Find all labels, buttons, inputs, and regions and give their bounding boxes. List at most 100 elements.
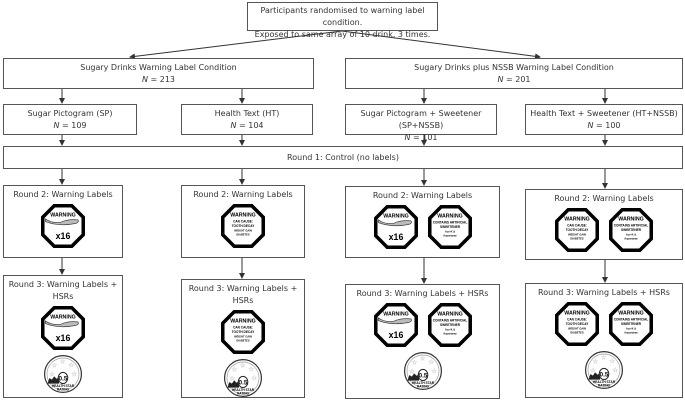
round2-title: Round 2: Warning Labels [554,194,654,203]
label-line: WEIGHT GAIN [568,326,586,330]
sugar-warning-label-icon: WARNING x16 [373,205,418,249]
n-label: N [587,121,594,130]
label-line: CONTAINS ARTIFICIAL [614,317,649,321]
label-line: DIABETES [236,339,250,343]
star-icon: ☆ [228,376,235,383]
condition-box-nssb: Sugary Drinks plus NSSB Warning Label Co… [345,58,683,89]
hsr-text: RATING [598,383,611,387]
sugar-warning-label-icon: WARNING x16 [373,303,418,347]
hsr-value: 0.5 [239,379,248,386]
label-heading: WARNING [564,216,589,222]
round2-title: Round 2: Warning Labels [13,190,113,199]
label-heading: WARNING [230,318,255,324]
round1-box: Round 1: Control (no labels) [3,146,683,169]
star-icon: ☆ [67,362,74,369]
star-icon: ☆ [608,358,615,365]
star-icon: ☆ [611,367,618,374]
spoon-icon [377,219,412,227]
hsr-value: 0.5 [418,372,427,379]
label-line: CONTAINS ARTIFICIAL [432,220,467,224]
label-line: Ace-K & [626,326,636,330]
star-icon: ☆ [239,363,246,370]
hsr-text: RATING [417,384,430,388]
n-value: = 104 [236,121,264,130]
group-box-ht-nssb: Health Text + Sweetener (HT+NSSB) N = 10… [525,104,683,135]
star-icon: ☆ [592,359,599,366]
group-box-sp: Sugar Pictogram (SP) N = 109 [3,104,137,135]
hsr-text: RATING [237,391,250,395]
label-amount: x16 [388,330,403,340]
star-icon: ☆ [600,355,607,362]
spoon-icon [45,320,79,328]
hsr-text: RATING [57,387,70,391]
label-heading: WARNING [383,213,408,219]
label-amount: x16 [56,333,71,343]
n-label: N [53,121,60,130]
label-heading: WARNING [383,311,408,317]
group-title: Health Text (HT) [214,109,280,118]
star-icon: ☆ [589,368,596,375]
n-value: = 101 [410,133,438,142]
label-heading: WARNING [50,212,75,218]
n-value: = 213 [147,75,176,84]
label-heading: WARNING [50,314,75,320]
randomisation-line-1: Participants randomised to warning label… [260,6,425,27]
label-heading: WARNING [618,216,643,222]
round3-title: Round 3: Warning Labels + HSRs [356,289,489,298]
hsr-text: HEALTH STAR [593,380,616,384]
group-title: Health Text + Sweetener (HT+NSSB) [530,109,678,118]
round2-title: Round 2: Warning Labels [372,191,473,200]
n-label: N [404,133,411,142]
star-icon: ☆ [410,360,417,367]
condition-title: Sugary Drinks plus NSSB Warning Label Co… [414,63,614,72]
label-line: DIABETES [570,331,584,335]
star-icon: ☆ [70,371,77,378]
round2-title: Round 2: Warning Labels [193,190,293,199]
label-line: WEIGHT GAIN [568,232,586,236]
label-amount: x16 [56,231,71,241]
label-heading: WARNING [230,212,255,218]
arrow [341,30,541,60]
label-line: Aspartame [624,331,638,335]
label-line: Ace-K & [444,229,454,233]
group-box-ht: Health Text (HT) N = 104 [181,104,313,135]
label-line: SWEETENER [440,225,461,229]
label-heading: WARNING [564,310,589,316]
star-icon: ☆ [408,369,415,376]
n-value: = 100 [593,121,621,130]
star-icon: ☆ [247,366,254,373]
label-line: DIABETES [236,233,250,237]
label-line: TOOTH DECAY [566,228,590,232]
label-amount: x16 [388,232,403,242]
label-line: SWEETENER [621,228,642,232]
label-heading: WARNING [437,311,462,317]
label-line: SWEETENER [440,323,461,327]
hsr-text: HEALTH STAR [52,384,75,388]
label-line: TOOTH DECAY [232,224,256,228]
hsr-text: HEALTH STAR [232,388,255,392]
group-title: Sugar Pictogram (SP) [27,109,113,118]
label-line: DIABETES [570,237,584,241]
label-line: CAN CAUSE: [233,219,253,223]
star-icon: ☆ [51,363,58,370]
